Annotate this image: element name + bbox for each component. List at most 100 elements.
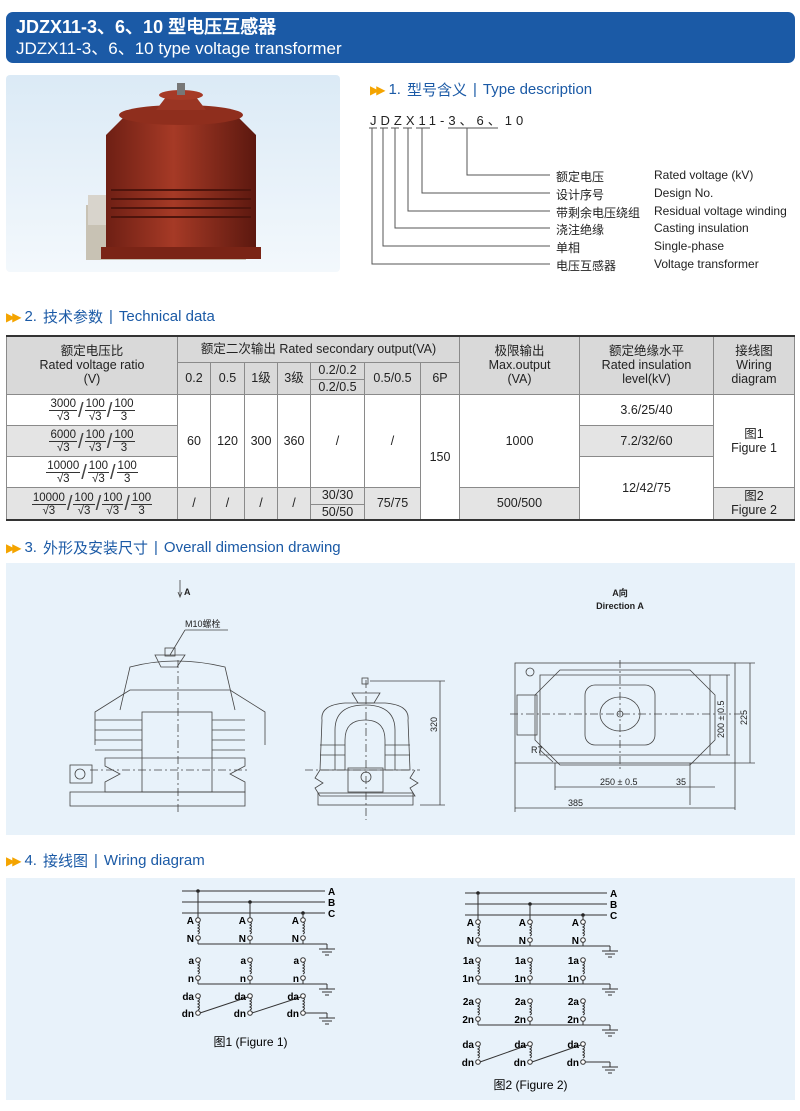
double-arrow-icon: ▶▶ [6,309,22,324]
coil-icon [476,923,480,937]
type-item-en: Casting insulation [654,221,749,235]
terminal [247,957,253,963]
terminal-label: da [514,1040,526,1051]
terminal [195,917,201,923]
title-en: JDZX11-3、6、10 type voltage transformer [16,39,342,58]
dim-225: 225 [739,710,749,725]
section-title-cn: 外形及安装尺寸 [42,540,148,557]
terminal [247,993,253,999]
cell: 75/75 [364,486,421,520]
terminal [527,1059,533,1065]
product-photo [6,75,340,272]
cell: 300 [244,393,278,488]
section-number: 4. [24,852,37,869]
coil-icon [528,961,532,975]
terminal-label: 2a [463,997,475,1008]
coil-icon [476,1045,480,1059]
class-header: 0.2 [177,361,211,395]
section-title-cn: 技术参数 [42,309,103,326]
section-title-en: Overall dimension drawing [163,539,341,556]
figure-caption: 图2 (Figure 2) [493,1078,567,1092]
dim-385: 385 [568,798,583,808]
type-item-en: Rated voltage (kV) [654,168,754,182]
class-header: 1级 [244,361,278,395]
section-title-en: Technical data [118,308,215,325]
direction-label-en: Direction A [596,601,644,611]
cell: 60 [177,393,211,488]
terminal [475,975,481,981]
terminal [300,1010,306,1016]
coil-icon [248,997,252,1011]
terminal-label: N [239,934,246,945]
section-title-en: Wiring diagram [103,852,205,869]
terminal-label: A [292,916,299,927]
terminal-label: dn [567,1058,579,1069]
coil-icon [581,923,585,937]
terminal [527,957,533,963]
coil-icon [248,921,252,935]
section-technical-data: ▶▶ 2. 技术参数| Technical data [6,308,215,326]
class-header: 3级 [277,361,311,395]
terminal [527,919,533,925]
type-item-en: Single-phase [654,239,725,253]
fraction: 100√3 [102,491,124,517]
coil-icon [528,1045,532,1059]
terminal [247,1010,253,1016]
terminal-label: 1a [515,956,527,967]
terminal [300,975,306,981]
bus-label: B [610,900,617,911]
type-item-en: Voltage transformer [654,257,759,271]
terminal-label: 2a [568,997,580,1008]
terminal [580,1016,586,1022]
terminal [247,917,253,923]
terminal-label: n [240,974,246,985]
dim-35: 35 [676,777,686,787]
title-cn: JDZX11-3、6、10 型电压互感器 [16,17,277,37]
terminal [580,957,586,963]
terminal [580,919,586,925]
cell: / [244,486,278,520]
type-item-en: Design No. [654,186,714,200]
cell-6p: 150 [420,393,460,520]
coil-icon [196,921,200,935]
class-header: 0.5 [210,361,245,395]
terminal [527,975,533,981]
terminal [475,1059,481,1065]
coil-icon [528,923,532,937]
bus-label: A [328,887,335,898]
terminal-label: dn [182,1009,194,1020]
cell-max-output: 1000 [459,393,580,488]
cell: 120 [210,393,245,488]
terminal-label: dn [462,1058,474,1069]
terminal-label: dn [287,1009,299,1020]
terminal [300,957,306,963]
terminal [527,998,533,1004]
section-dimension-drawing: ▶▶ 3. 外形及安装尺寸| Overall dimension drawing [6,539,341,557]
section-number: 2. [24,308,37,325]
terminal [195,935,201,941]
fraction: 100√3 [84,429,106,454]
terminal-label: 2a [515,997,527,1008]
coil-icon [476,961,480,975]
model-code: JDZX11-3、6、10 [370,113,528,128]
terminal [475,1041,481,1047]
terminal [475,937,481,943]
terminal-label: N [519,936,526,947]
section-title-cn: 型号含义 [406,82,467,99]
terminal-label: A [467,918,474,929]
terminal-label: A [239,916,246,927]
section-title-en: Type description [482,81,593,98]
coil-icon [301,997,305,1011]
terminal-label: n [293,974,299,985]
coil-icon [196,997,200,1011]
type-item-cn: 带剩余电压绕组 [556,206,641,220]
terminal [195,975,201,981]
terminal-label: 2n [567,1015,579,1026]
